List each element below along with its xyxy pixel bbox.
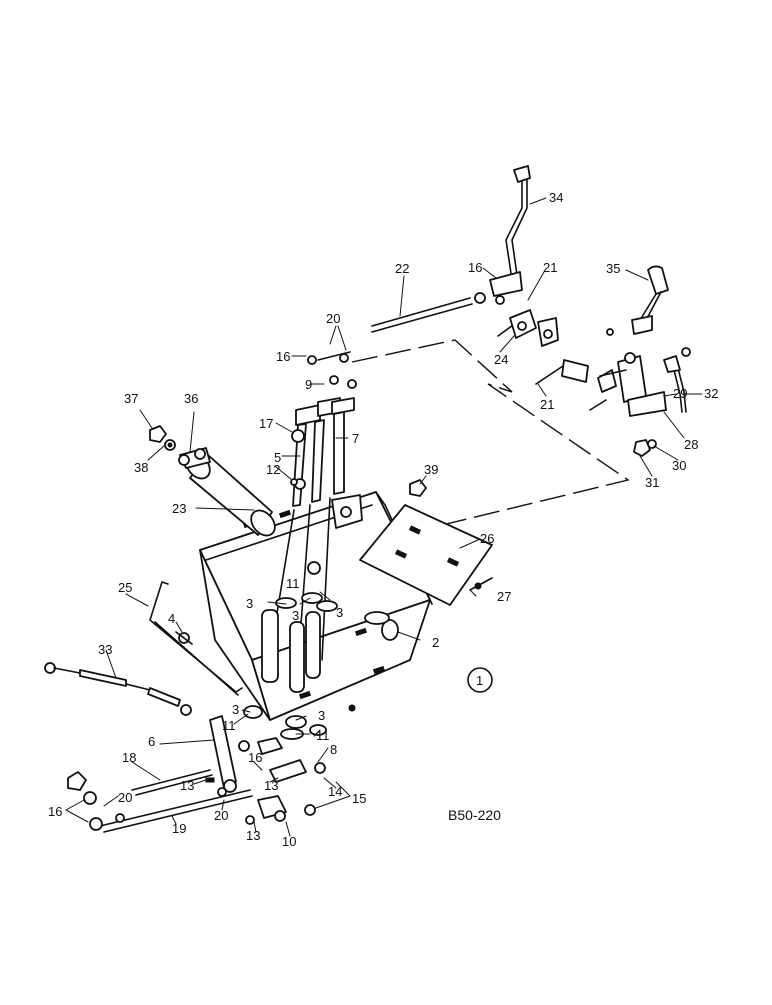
callout-11-lower-left: 11 — [222, 718, 236, 733]
bushings — [243, 592, 338, 740]
shift-lever-35 — [631, 265, 669, 335]
callout-15: 15 — [352, 791, 366, 806]
callout-labels: 34 35 22 16 21 20 16 9 24 21 32 29 28 30… — [48, 190, 718, 849]
callout-21-mid: 21 — [540, 397, 554, 412]
nuts-washers — [149, 425, 427, 497]
callout-29: 29 — [673, 386, 687, 401]
callout-16-left: 16 — [48, 804, 62, 819]
callout-11-mid: 11 — [286, 576, 300, 591]
callout-19: 19 — [172, 821, 186, 836]
callout-10: 10 — [282, 834, 296, 849]
callout-3-right: 3 — [336, 605, 343, 620]
callout-17: 17 — [259, 416, 273, 431]
callout-2: 2 — [432, 635, 439, 650]
callout-36: 36 — [184, 391, 198, 406]
callout-5: 5 — [274, 450, 281, 465]
callout-30: 30 — [672, 458, 686, 473]
callout-13-mid: 13 — [264, 778, 278, 793]
rod-22 — [290, 292, 486, 486]
callout-13-lower: 13 — [246, 828, 260, 843]
callout-24: 24 — [494, 352, 508, 367]
callout-39: 39 — [424, 462, 438, 477]
callout-7: 7 — [352, 431, 359, 446]
callout-14: 14 — [328, 784, 342, 799]
callout-22: 22 — [395, 261, 409, 276]
callout-21-top: 21 — [543, 260, 557, 275]
callout-28: 28 — [684, 437, 698, 452]
callout-6: 6 — [148, 734, 155, 749]
callout-18: 18 — [122, 750, 136, 765]
view-number-badge: 1 — [467, 667, 493, 693]
drawing-code: B50-220 — [448, 807, 501, 823]
callout-8: 8 — [330, 742, 337, 757]
callout-32: 32 — [704, 386, 718, 401]
callout-3-lower-right: 3 — [318, 708, 325, 723]
callout-34: 34 — [549, 190, 563, 205]
leader-lines — [65, 197, 703, 837]
callout-11-lower-right: 11 — [316, 728, 330, 743]
selector-mechanism — [497, 309, 691, 457]
callout-3-mid: 3 — [292, 608, 299, 623]
callout-3-left: 3 — [246, 596, 253, 611]
callout-27: 27 — [497, 589, 511, 604]
callout-16-mid: 16 — [276, 349, 290, 364]
callout-16-top: 16 — [468, 260, 482, 275]
callout-35: 35 — [606, 261, 620, 276]
callout-9: 9 — [305, 377, 312, 392]
callout-26: 26 — [480, 531, 494, 546]
linkage-33 — [44, 662, 192, 716]
roller — [178, 447, 276, 537]
callout-31: 31 — [645, 475, 659, 490]
callout-23: 23 — [172, 501, 186, 516]
shift-lever-34 — [489, 165, 531, 305]
callout-13-left: 13 — [180, 778, 194, 793]
callout-3-lower-left: 3 — [232, 702, 239, 717]
callout-12: 12 — [266, 462, 280, 477]
callout-38: 38 — [134, 460, 148, 475]
callout-20-top: 20 — [326, 311, 340, 326]
callout-37: 37 — [124, 391, 138, 406]
callout-20-lower-left: 20 — [118, 790, 132, 805]
callout-16-lower: 16 — [248, 750, 262, 765]
callout-20-lower: 20 — [214, 808, 228, 823]
control-bar — [149, 581, 243, 696]
callout-25: 25 — [118, 580, 132, 595]
callout-33: 33 — [98, 642, 112, 657]
lower-linkage — [67, 715, 326, 833]
side-plate — [359, 504, 493, 606]
view-number: 1 — [476, 673, 483, 688]
callout-4: 4 — [168, 611, 175, 626]
